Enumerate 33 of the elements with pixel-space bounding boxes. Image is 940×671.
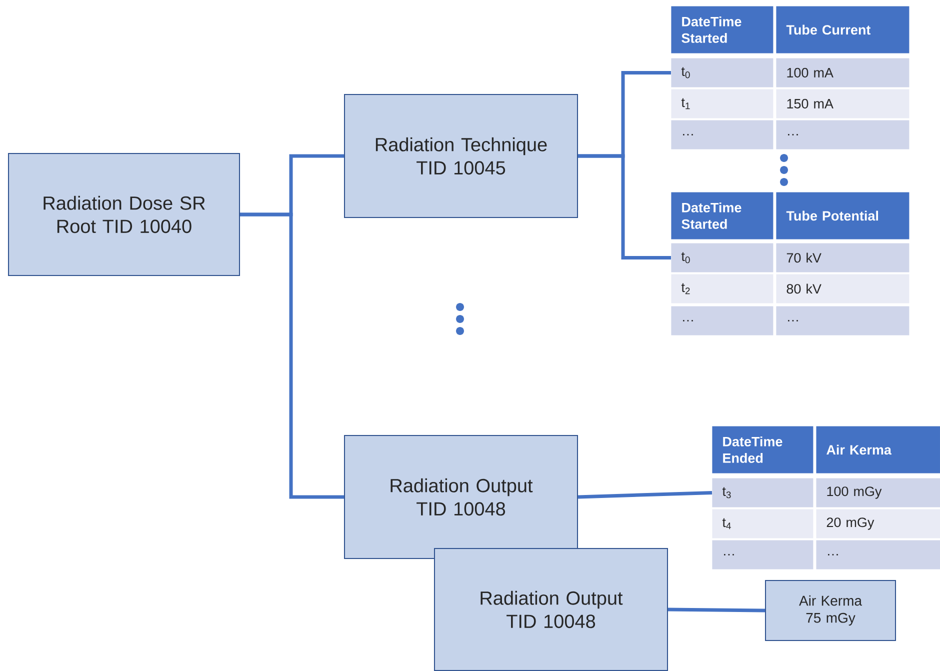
table-cell: … <box>776 120 910 150</box>
connector-line <box>578 490 712 499</box>
table-cell: t$_{4}$ <box>712 509 814 538</box>
table-cell: t$_{3}$ <box>712 478 814 508</box>
table-cell: … <box>816 540 940 570</box>
table-cell: 80 kV <box>776 274 910 304</box>
table-cell: … <box>671 306 774 336</box>
table-cell: 70 kV <box>776 243 910 272</box>
table-cell: 150 mA <box>776 89 910 118</box>
process-box: Radiation Dose SR Root TID 10040 <box>8 153 240 276</box>
table-header-cell: Tube Current <box>776 6 910 54</box>
table-cell: t$_{1}$ <box>671 89 774 118</box>
table-header-cell: DateTime Started <box>671 192 774 240</box>
table-cell: … <box>712 540 814 570</box>
table-cell: 100 mA <box>776 58 910 88</box>
connector-line <box>578 154 671 260</box>
table-header-cell: DateTime Ended <box>712 426 814 474</box>
table-cell: … <box>776 306 910 336</box>
table-cell: 100 mGy <box>816 478 940 508</box>
connector-line <box>668 608 766 612</box>
table-header-cell: Air Kerma <box>816 426 940 474</box>
table-cell: t$_{0}$ <box>671 58 774 88</box>
process-box: Radiation Output TID 10048 <box>434 548 668 671</box>
table-cell: t$_{0}$ <box>671 243 774 272</box>
value-box: Air Kerma 75 mGy <box>765 580 896 641</box>
table-cell: 20 mGy <box>816 509 940 538</box>
table-header-cell: DateTime Started <box>671 6 774 54</box>
table-cell: t$_{2}$ <box>671 274 774 304</box>
table-cell: … <box>671 120 774 150</box>
process-box: Radiation Output TID 10048 <box>344 435 578 559</box>
table-header-cell: Tube Potential <box>776 192 910 240</box>
process-box: Radiation Technique TID 10045 <box>344 94 578 218</box>
connector-line <box>240 212 344 499</box>
